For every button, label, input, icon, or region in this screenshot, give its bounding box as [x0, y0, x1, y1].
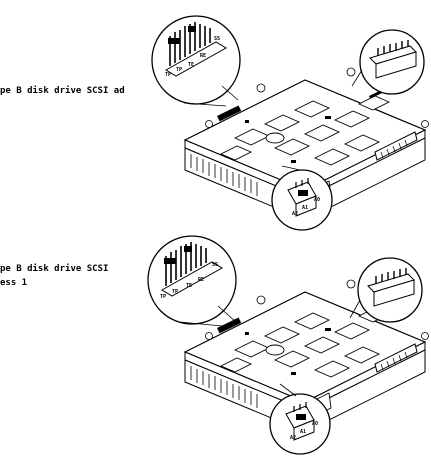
top-rear-label: A2: [292, 211, 298, 217]
bottom-figure: TP TP TE RE SS A1 A0 A2: [147, 235, 430, 455]
top-rear-connector-magnifier: [271, 169, 333, 231]
bottom-jumper-label: RE: [198, 277, 204, 283]
top-jumper-label: TP: [165, 72, 171, 78]
top-caption: pe B disk drive SCSI ad: [0, 86, 125, 96]
bottom-caption-line1: pe B disk drive SCSI: [0, 264, 109, 274]
bottom-rear-connector-magnifier: [269, 393, 331, 455]
top-figure: TP TP TE RE SS A1 A0 A2: [151, 15, 430, 231]
bottom-right-connector-magnifier: [357, 257, 423, 323]
top-rear-label: A1: [302, 205, 308, 211]
top-leader-lines: [183, 69, 363, 171]
top-jumper-labels: TP TP TE RE SS: [165, 36, 220, 78]
top-jumper-label: TP: [176, 67, 182, 73]
top-jumper-label: TE: [188, 62, 194, 68]
top-jumper-magnifier: [151, 15, 241, 105]
bottom-jumper-label: TP: [160, 294, 166, 300]
bottom-jumper-label: TE: [186, 283, 192, 289]
bottom-rear-labels: A1 A0 A2: [290, 421, 318, 441]
bottom-caption-line2: ess 1: [0, 278, 28, 288]
bottom-jumper-labels: TP TP TE RE SS: [160, 262, 218, 300]
bottom-jumper-label: TP: [172, 289, 178, 295]
bottom-rear-label: A2: [290, 435, 296, 441]
bottom-leader-lines: [179, 299, 361, 397]
top-rear-label: A0: [314, 197, 320, 203]
top-jumper-label: SS: [214, 36, 220, 42]
top-rear-labels: A1 A0 A2: [292, 197, 320, 217]
top-jumper-label: RE: [200, 53, 206, 59]
bottom-rear-label: A1: [300, 429, 306, 435]
top-right-connector-magnifier: [359, 29, 425, 95]
bottom-jumper-label: SS: [212, 262, 218, 268]
bottom-rear-label: A0: [312, 421, 318, 427]
